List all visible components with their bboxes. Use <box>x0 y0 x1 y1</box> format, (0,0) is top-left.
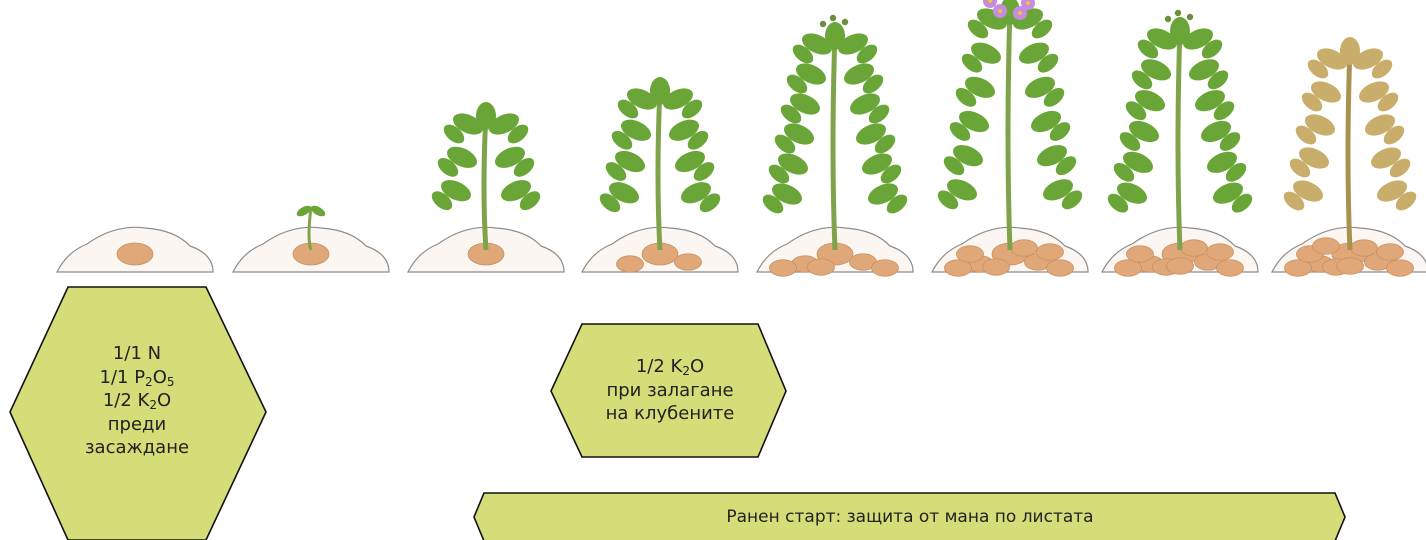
tuber-set-label: 1/2 K2O при залагане на клубените <box>573 355 767 426</box>
preplant-line-k: 1/2 K2O <box>58 389 216 413</box>
leaf <box>650 77 670 105</box>
preplant-line-n: 1/1 N <box>58 342 216 366</box>
tuber <box>1387 260 1414 277</box>
stem <box>1008 7 1010 250</box>
tuber <box>808 259 835 276</box>
growth-stages <box>57 0 1426 276</box>
leaf <box>1170 17 1190 45</box>
tuber <box>1337 258 1364 275</box>
flower-center <box>1018 11 1022 15</box>
tuber <box>770 260 797 277</box>
flower-bud <box>830 15 836 21</box>
leaf <box>1340 37 1360 65</box>
tuber <box>1217 260 1244 277</box>
tuber <box>1313 238 1340 255</box>
stem <box>484 112 486 250</box>
flower-center <box>1026 1 1030 5</box>
flower-bud <box>842 19 848 25</box>
tuber-set-line-k: 1/2 K2O <box>573 355 767 379</box>
stage-emergence <box>408 102 564 272</box>
protection-label: Ранен старт: защита от мана по листата <box>490 506 1330 530</box>
preplant-line-before: преди <box>58 413 216 437</box>
stem <box>658 87 660 250</box>
preplant-line-planting: засаждане <box>58 436 216 460</box>
tuber-set-line-tubers: на клубените <box>573 402 767 426</box>
stem <box>1348 47 1350 250</box>
stem <box>833 32 835 250</box>
tuber <box>1377 244 1404 261</box>
flower-bud <box>1187 14 1193 20</box>
tuber <box>675 254 702 271</box>
tuber <box>872 260 899 277</box>
leaf <box>825 22 845 50</box>
tuber <box>1047 260 1074 277</box>
tuber <box>1351 240 1378 257</box>
leaf <box>476 102 496 130</box>
tuber-set-line-when: при залагане <box>573 379 767 403</box>
tuber <box>1127 246 1154 263</box>
tuber <box>617 256 644 273</box>
stem <box>1178 27 1180 250</box>
preplant-label: 1/1 N 1/1 P2O5 1/2 K2O преди засаждане <box>58 342 216 460</box>
tuber <box>1011 240 1038 257</box>
tuber <box>117 243 153 265</box>
stage-flowering-buds <box>757 15 913 276</box>
tuber <box>1181 240 1208 257</box>
stage-tuber-bulking <box>1102 10 1258 276</box>
flower-bud <box>1175 10 1181 16</box>
stage-stolon-formation <box>582 77 738 272</box>
flower-center <box>998 9 1002 13</box>
stage-seed-tuber <box>57 227 213 272</box>
tuber <box>1167 258 1194 275</box>
tuber <box>957 246 984 263</box>
stage-senescence <box>1272 37 1426 276</box>
flower-bud <box>820 21 826 27</box>
preplant-line-p: 1/1 P2O5 <box>58 366 216 390</box>
tuber <box>983 259 1010 276</box>
flower-bud <box>1165 16 1171 22</box>
tuber <box>1207 244 1234 261</box>
stage-full-flowering <box>932 0 1088 276</box>
stage-sprouting <box>233 204 389 272</box>
tuber <box>1037 244 1064 261</box>
